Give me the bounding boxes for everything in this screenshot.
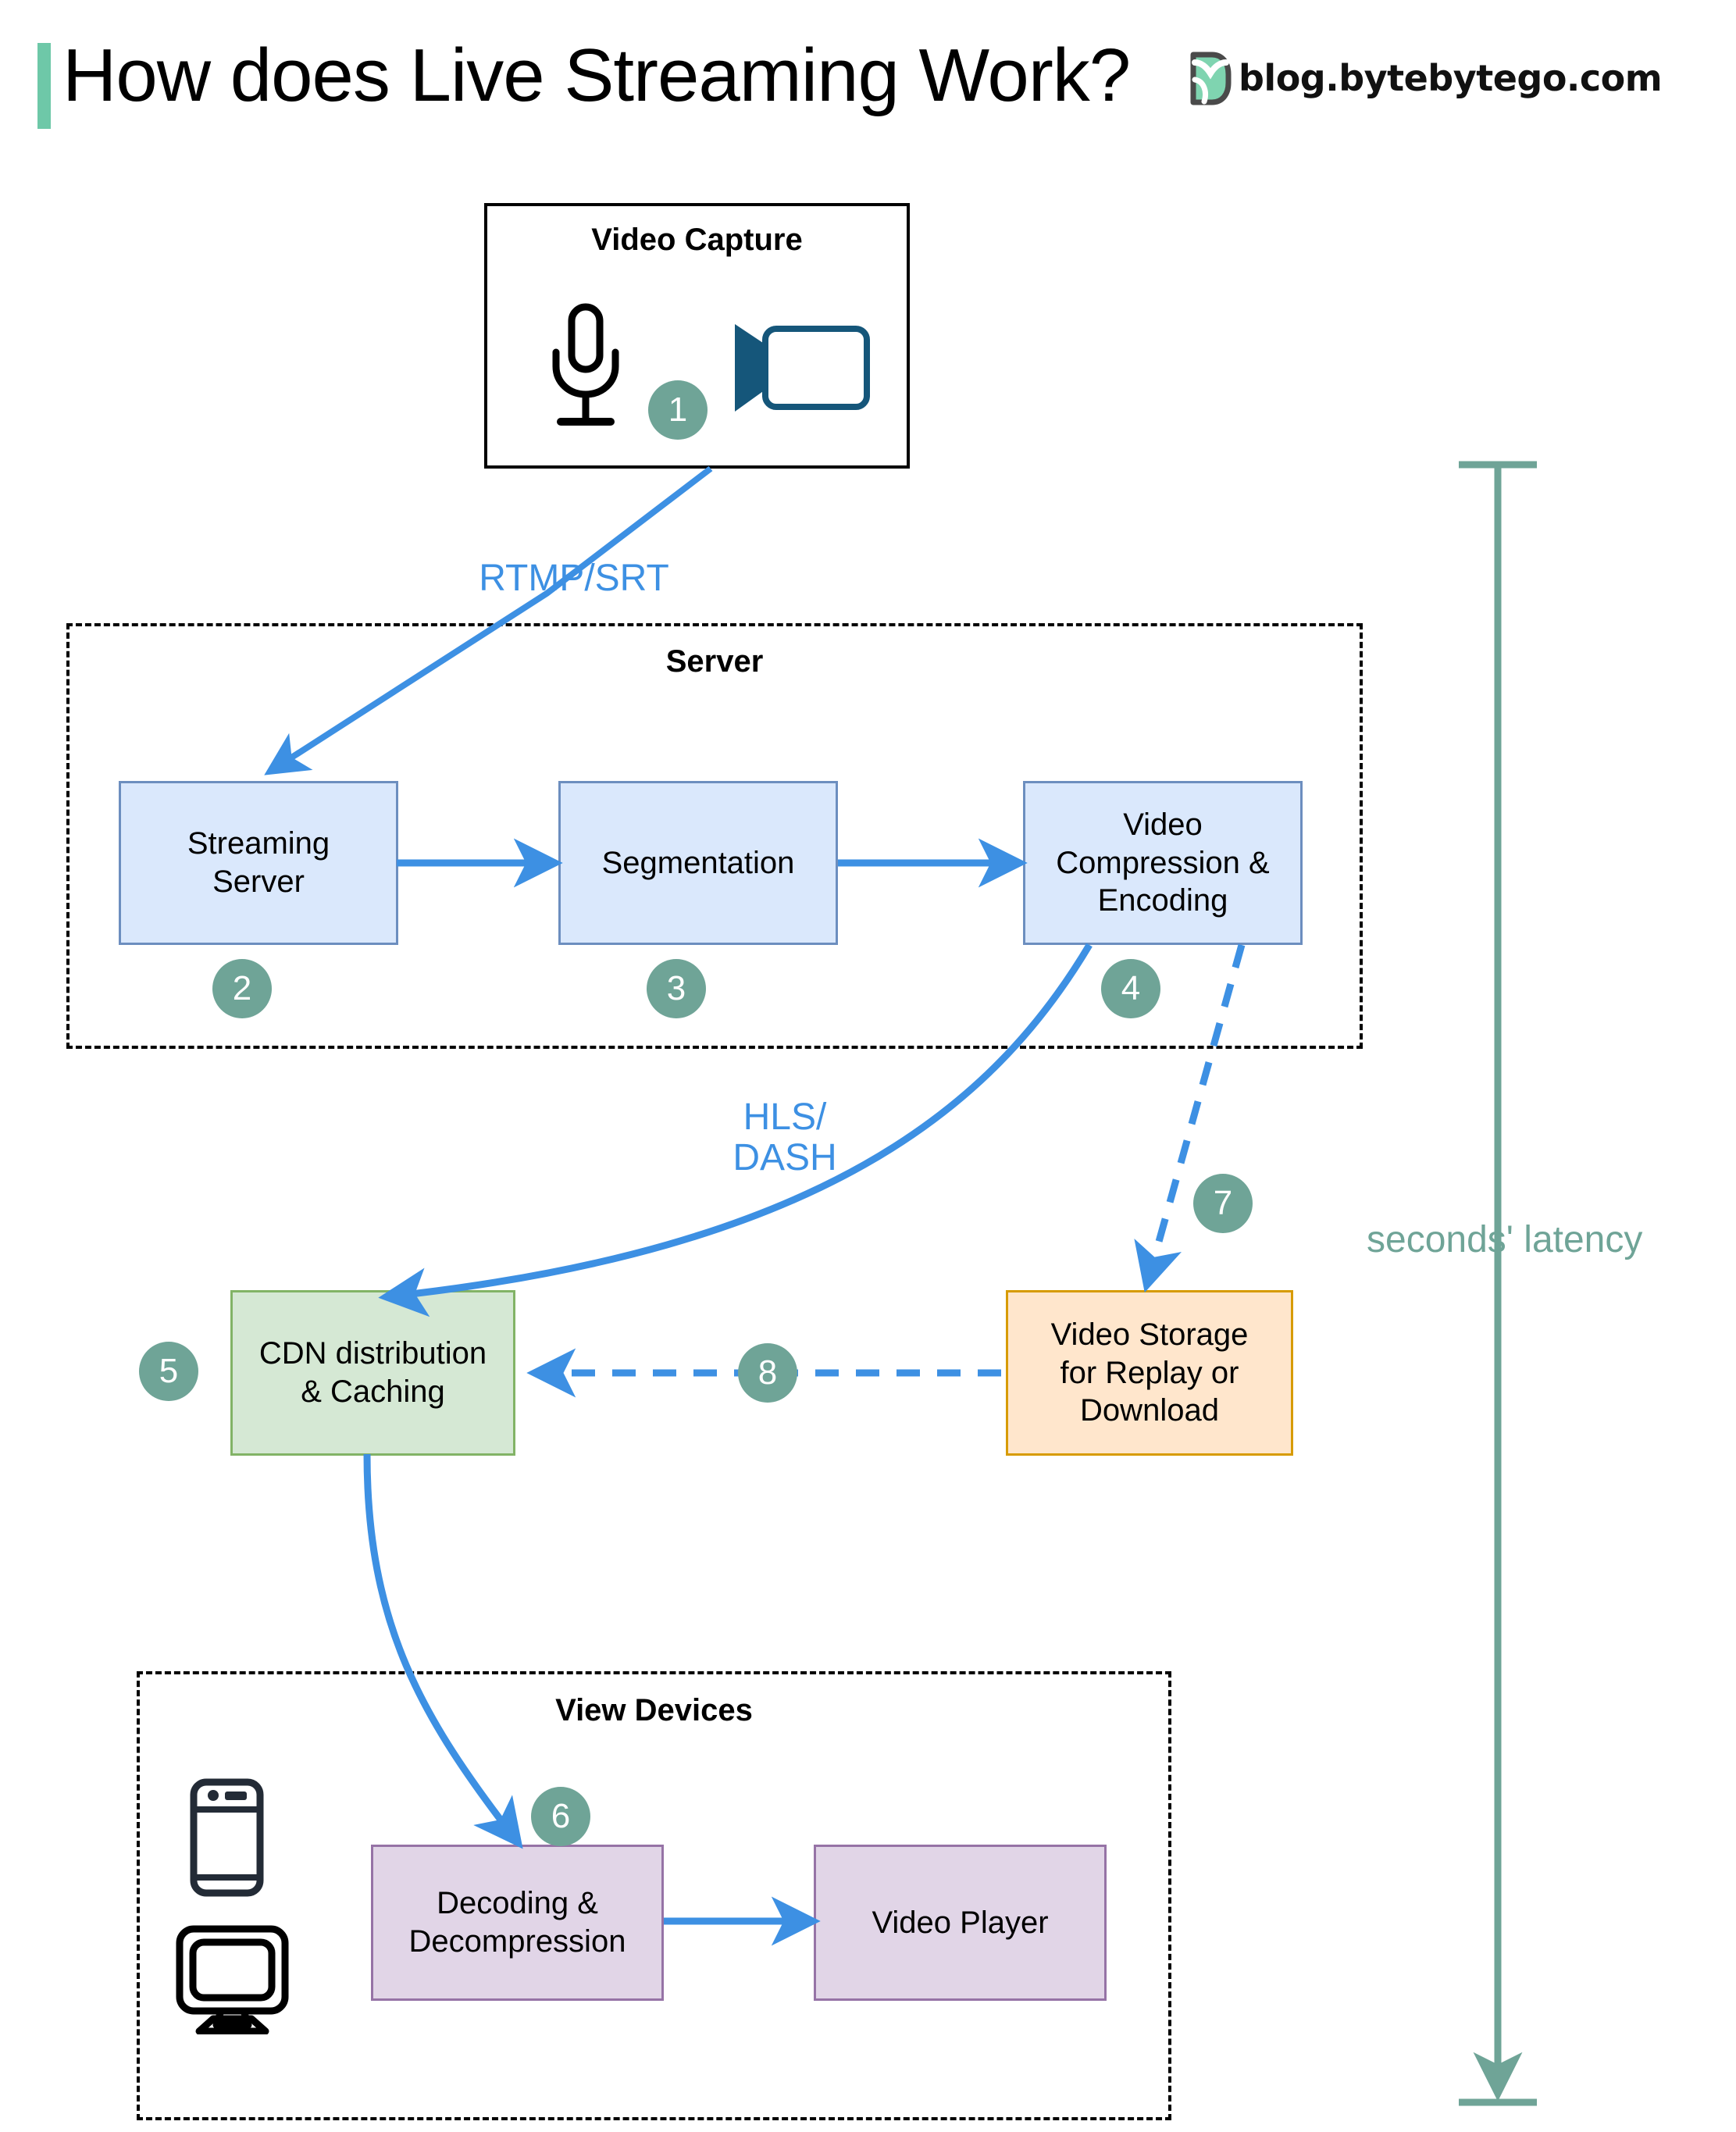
step-badge-5[interactable]: 5 bbox=[139, 1342, 198, 1401]
latency-annotation-label: seconds' latency bbox=[1367, 1219, 1643, 1260]
node-cdn-distribution-caching[interactable]: CDN distribution & Caching bbox=[230, 1290, 515, 1456]
bytebytego-logo-icon bbox=[1190, 52, 1232, 105]
title-accent-bar bbox=[37, 43, 51, 129]
node-decoding-decompression[interactable]: Decoding & Decompression bbox=[371, 1845, 664, 2001]
node-video-compression-encoding-label: Video Compression & Encoding bbox=[1056, 807, 1270, 918]
view-devices-title: View Devices bbox=[555, 1693, 753, 1727]
node-cdn-distribution-caching-label: CDN distribution & Caching bbox=[258, 1336, 487, 1409]
video-capture-title: Video Capture bbox=[591, 223, 803, 257]
step-badge-5-number: 5 bbox=[159, 1352, 179, 1390]
step-badge-7[interactable]: 7 bbox=[1193, 1174, 1253, 1233]
page-header: How does Live Streaming Work? blog.byteb… bbox=[0, 0, 1736, 156]
page-title: How does Live Streaming Work? bbox=[62, 34, 1131, 117]
brand-text: blog.bytebytego.com bbox=[1239, 57, 1663, 99]
node-video-storage-label: Video Storage for Replay or Download bbox=[1050, 1317, 1249, 1428]
node-segmentation[interactable]: Segmentation bbox=[558, 781, 838, 945]
node-video-storage[interactable]: Video Storage for Replay or Download bbox=[1006, 1290, 1293, 1456]
view-devices-container bbox=[137, 1671, 1171, 2120]
node-streaming-server[interactable]: Streaming Server bbox=[119, 781, 398, 945]
step-badge-2[interactable]: 2 bbox=[212, 959, 272, 1018]
node-segmentation-label: Segmentation bbox=[601, 845, 795, 880]
step-badge-8[interactable]: 8 bbox=[738, 1343, 797, 1403]
monitor-icon bbox=[176, 1925, 289, 2034]
step-badge-7-number: 7 bbox=[1213, 1184, 1233, 1222]
step-badge-3-number: 3 bbox=[666, 969, 686, 1007]
step-badge-4-number: 4 bbox=[1121, 969, 1141, 1007]
step-badge-3[interactable]: 3 bbox=[647, 959, 706, 1018]
microphone-icon bbox=[552, 303, 619, 426]
step-badge-8-number: 8 bbox=[757, 1353, 778, 1392]
camcorder-icon bbox=[735, 324, 870, 412]
smartphone-icon bbox=[190, 1778, 264, 1897]
brand-watermark: blog.bytebytego.com bbox=[1185, 48, 1663, 108]
edge-label-hls-dash: HLS/ DASH bbox=[733, 1096, 837, 1178]
step-badge-6-number: 6 bbox=[551, 1797, 571, 1835]
node-decoding-decompression-label: Decoding & Decompression bbox=[408, 1886, 626, 1959]
step-badge-6[interactable]: 6 bbox=[531, 1787, 590, 1846]
step-badge-1[interactable]: 1 bbox=[648, 380, 708, 440]
node-video-compression-encoding[interactable]: Video Compression & Encoding bbox=[1023, 781, 1303, 945]
step-badge-2-number: 2 bbox=[232, 969, 252, 1007]
edge-label-rtmp-srt: RTMP/SRT bbox=[479, 558, 669, 599]
node-streaming-server-label: Streaming Server bbox=[187, 826, 330, 899]
node-video-player-label: Video Player bbox=[872, 1905, 1049, 1940]
step-badge-1-number: 1 bbox=[668, 390, 688, 429]
step-badge-4[interactable]: 4 bbox=[1101, 959, 1160, 1018]
